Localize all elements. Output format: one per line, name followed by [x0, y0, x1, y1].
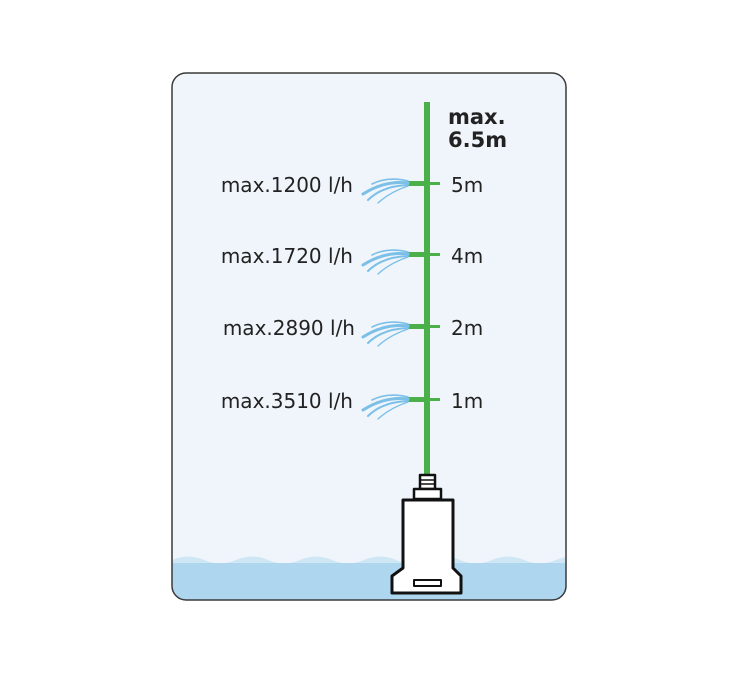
water-spray-icon — [361, 249, 410, 275]
water-spray-icon — [361, 394, 410, 420]
outlet-tap-2m — [408, 324, 430, 329]
water-spray-icon — [361, 321, 410, 347]
diagram-frame — [172, 73, 566, 600]
flow-label-4m: max.1720 l/h — [221, 244, 353, 268]
outlet-tap-5m — [408, 181, 430, 186]
height-label-1m: 1m — [451, 389, 483, 413]
flow-label-1m: max.3510 l/h — [221, 389, 353, 413]
height-tick-1m — [430, 398, 440, 401]
outlet-taps — [408, 181, 440, 402]
height-tick-4m — [430, 253, 440, 256]
max-height-line2: 6.5m — [448, 128, 507, 152]
pump-body — [390, 498, 463, 595]
height-label-5m: 5m — [451, 173, 483, 197]
outlet-tap-4m — [408, 252, 430, 257]
diagram-frame-border — [171, 72, 567, 601]
height-tick-2m — [430, 325, 440, 328]
pump-collar — [412, 487, 443, 501]
water-sprays — [361, 178, 410, 420]
flow-label-2m: max.2890 l/h — [223, 316, 355, 340]
water-body — [172, 563, 566, 600]
flow-label-5m: max.1200 l/h — [221, 173, 353, 197]
max-height-label: max. 6.5m — [448, 105, 513, 152]
max-height-line1: max. — [448, 105, 506, 129]
pump-intake-slot — [413, 579, 442, 587]
outlet-tap-1m — [408, 397, 430, 402]
water-spray-icon — [361, 178, 410, 204]
submersible-pump-icon — [390, 473, 463, 595]
height-tick-5m — [430, 182, 440, 185]
height-label-4m: 4m — [451, 244, 483, 268]
riser-pipe — [424, 102, 430, 476]
height-label-2m: 2m — [451, 316, 483, 340]
water — [172, 556, 566, 600]
pump-connector — [418, 473, 437, 491]
